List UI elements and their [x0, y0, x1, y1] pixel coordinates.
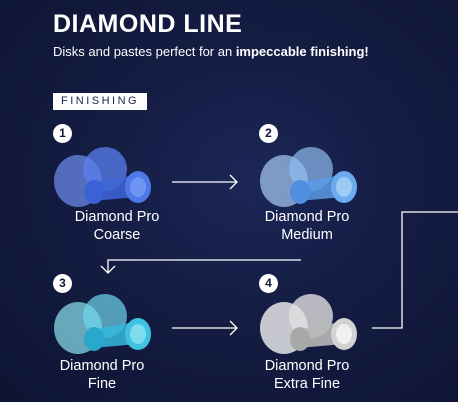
arrow-3-to-4 — [172, 320, 238, 336]
arrow-1-to-2 — [172, 174, 238, 190]
step-4-line2: Extra Fine — [273, 376, 341, 392]
subtitle-emphasis: impeccable finishing! — [235, 44, 369, 59]
step-1-label: Diamond Pro Coarse — [37, 208, 197, 244]
step-4-line1: Diamond Pro — [264, 358, 350, 374]
subtitle: Disks and pastes perfect for an impeccab… — [53, 44, 369, 59]
step-4-label: Diamond Pro Extra Fine — [227, 357, 387, 393]
step-3-label: Diamond Pro Fine — [22, 357, 182, 393]
step-2-label: Diamond Pro Medium — [227, 208, 387, 244]
step-3-line1: Diamond Pro — [59, 358, 145, 374]
step-1-line1: Diamond Pro — [74, 209, 160, 225]
arrow-2-to-3 — [100, 259, 301, 274]
step-2-line2: Medium — [281, 227, 333, 243]
step-3-number: 3 — [53, 274, 72, 293]
step-2-disk-icon — [260, 147, 357, 207]
page-title: DIAMOND LINE — [53, 10, 243, 38]
step-4-disk-icon — [260, 294, 357, 354]
step-4-number: 4 — [259, 274, 278, 293]
finishing-badge: FINISHING — [53, 93, 148, 110]
step-1-line2: Coarse — [93, 227, 141, 243]
step-1-number: 1 — [53, 124, 72, 143]
step-3-disk-icon — [54, 294, 151, 354]
step-3-line2: Fine — [87, 376, 117, 392]
arrow-4-continue — [372, 211, 458, 329]
step-2-line1: Diamond Pro — [264, 209, 350, 225]
step-2-number: 2 — [259, 124, 278, 143]
step-1-disk-icon — [54, 147, 151, 207]
subtitle-text: Disks and pastes perfect for an — [53, 44, 236, 59]
